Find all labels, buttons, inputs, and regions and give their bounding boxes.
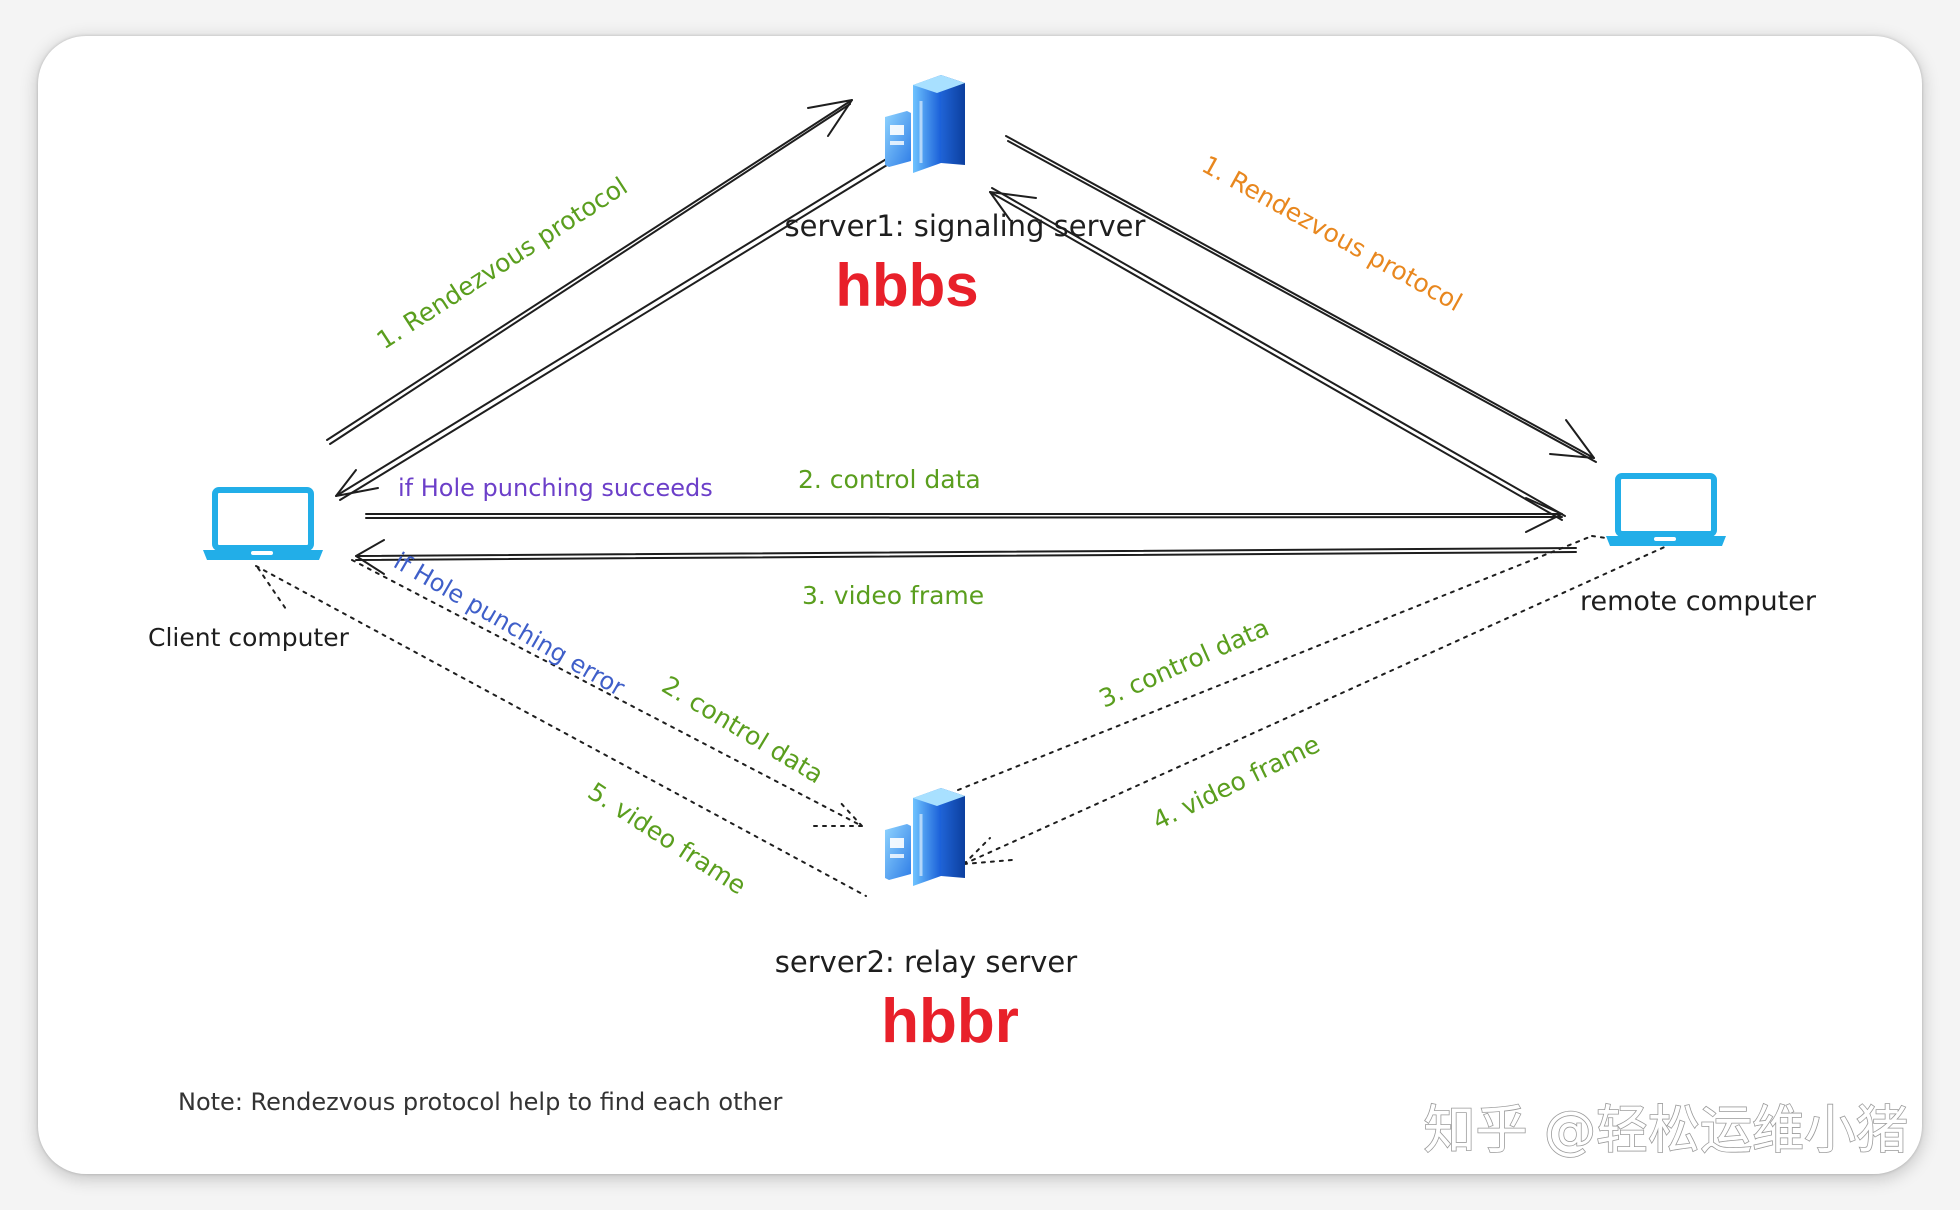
- edge-remote-to-hbbr: [963, 539, 1681, 865]
- edges-dotted: [255, 535, 1681, 897]
- edges-solid: [326, 99, 1597, 575]
- label-video-relay-remote: 4. video frame: [1148, 729, 1324, 835]
- edge-direct-control: [365, 497, 1563, 533]
- label-control-direct: 2. control data: [798, 465, 981, 494]
- edge-direct-video: [355, 539, 1577, 575]
- server-icon: [885, 75, 965, 173]
- laptop-icon: [1606, 473, 1726, 546]
- edge-hbbs-to-remote: [1005, 135, 1597, 463]
- relay-server-caption: server2: relay server: [775, 945, 1077, 979]
- edge-hbbr-to-client: [255, 565, 867, 897]
- label-control-relay-remote: 3. control data: [1095, 613, 1274, 714]
- label-rendezvous-right: 1. Rendezvous protocol: [1197, 150, 1467, 317]
- label-video-direct: 3. video frame: [802, 581, 984, 610]
- label-video-relay-client: 5. video frame: [583, 777, 752, 901]
- signaling-server-name: hbbs: [835, 252, 978, 319]
- edge-remote-to-hbbr-arrowhead: [963, 837, 1013, 865]
- label-control-relay-client: 2. control data: [657, 670, 829, 789]
- edge-hbbr-to-remote: [957, 535, 1593, 791]
- label-hole-error: if Hole punching error: [389, 547, 630, 702]
- edge-hbbs-to-client: [335, 157, 893, 501]
- client-computer-caption: Client computer: [148, 623, 350, 652]
- laptop-icon: [203, 487, 323, 560]
- edge-client-tail: [257, 567, 289, 613]
- signaling-server-caption: server1: signaling server: [785, 209, 1146, 243]
- server-icon: [885, 788, 965, 886]
- edge-client-to-hbbr-arrowhead: [809, 799, 863, 827]
- edge-client-to-hbbs: [326, 99, 853, 445]
- relay-server-name: hbbr: [881, 987, 1019, 1056]
- edge-remote-to-hbbs: [989, 187, 1566, 521]
- label-hole-success: if Hole punching succeeds: [398, 474, 713, 502]
- watermark: 知乎 @轻松运维小猪: [1423, 1101, 1908, 1161]
- diagram-note: Note: Rendezvous protocol help to find e…: [178, 1088, 782, 1116]
- remote-computer-caption: remote computer: [1580, 586, 1817, 617]
- diagram-card: [38, 36, 1922, 1174]
- edge-client-to-hbbr: [351, 559, 863, 827]
